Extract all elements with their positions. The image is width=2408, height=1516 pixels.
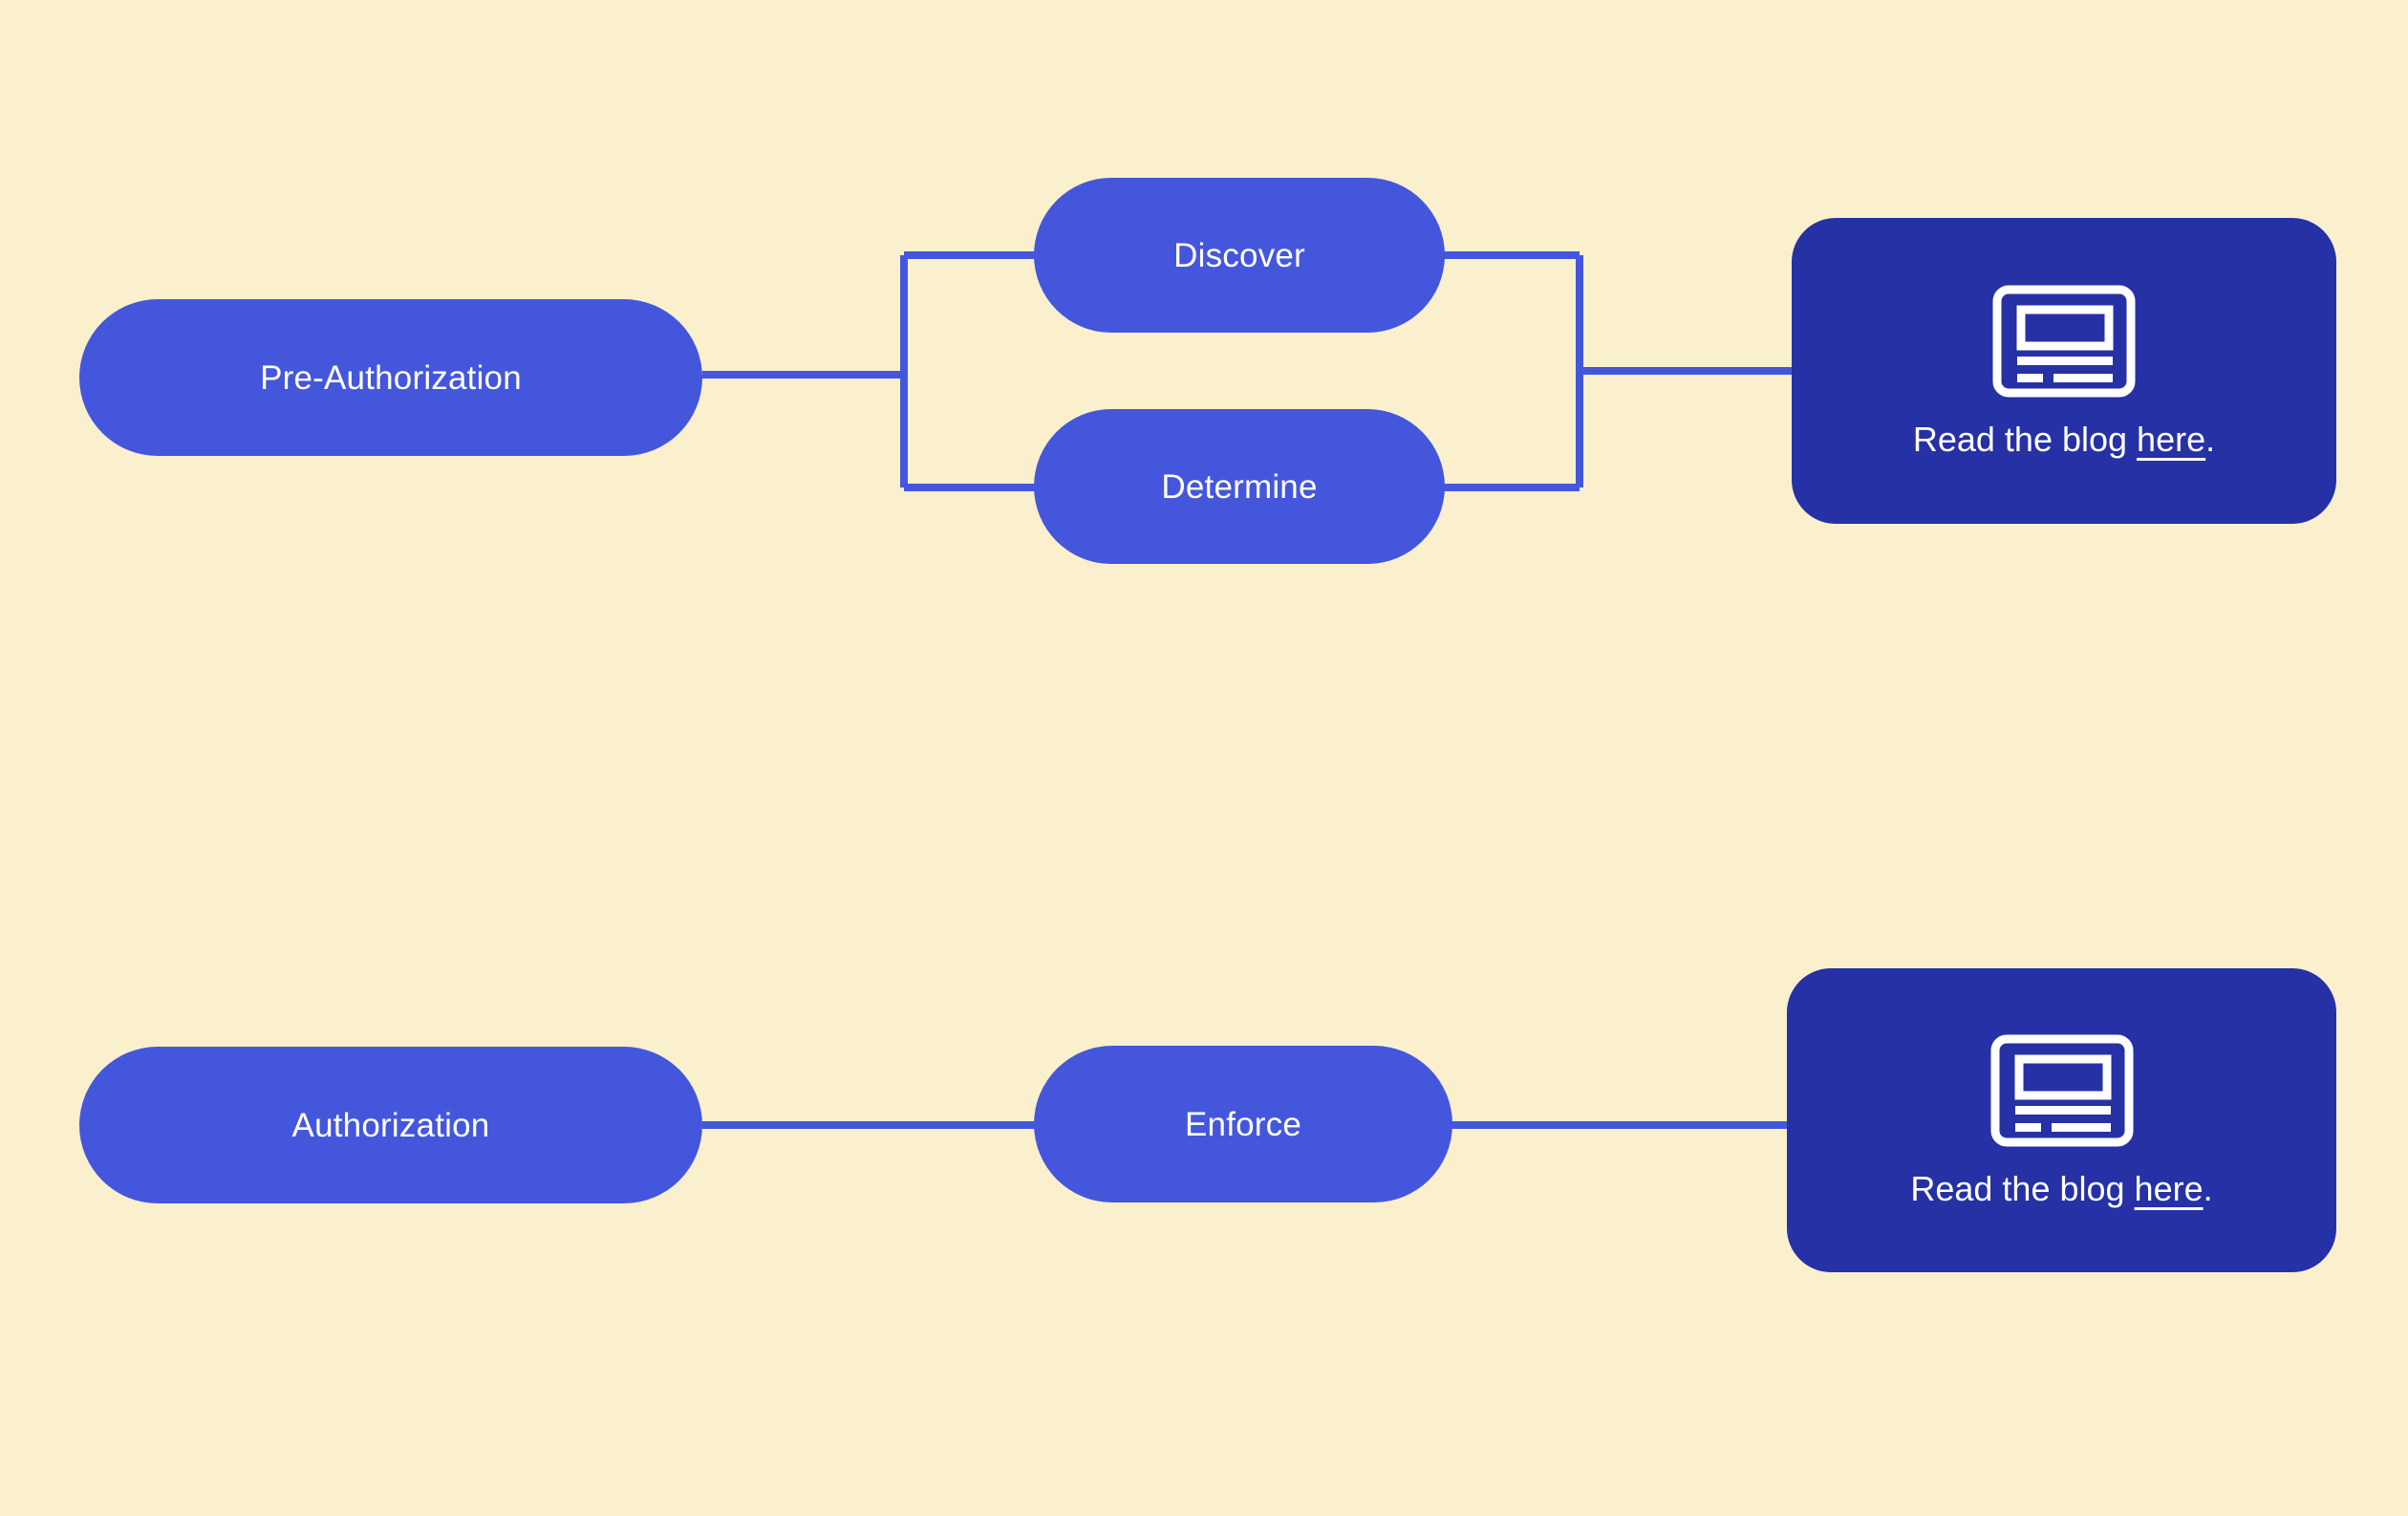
node-discover-label: Discover	[1173, 236, 1305, 274]
card-blog-bottom[interactable]: Read the blog here.	[1787, 968, 2336, 1272]
article-icon	[1990, 1034, 2133, 1147]
card-blog-bottom-text-before: Read the blog	[1910, 1169, 2135, 1208]
card-blog-bottom-text: Read the blog here.	[1910, 1172, 2212, 1206]
node-pre-authorization[interactable]: Pre-Authorization	[79, 299, 702, 456]
node-authorization[interactable]: Authorization	[79, 1047, 702, 1203]
card-blog-top[interactable]: Read the blog here.	[1792, 218, 2336, 524]
card-blog-top-text-before: Read the blog	[1912, 420, 2138, 459]
card-blog-bottom-link[interactable]: here	[2134, 1169, 2204, 1208]
node-authorization-label: Authorization	[291, 1106, 490, 1144]
card-blog-top-text-after: .	[2205, 420, 2216, 459]
node-pre-authorization-label: Pre-Authorization	[260, 358, 522, 397]
article-icon	[1992, 285, 2136, 398]
node-discover[interactable]: Discover	[1034, 178, 1445, 333]
node-determine-label: Determine	[1161, 467, 1318, 506]
node-enforce[interactable]: Enforce	[1034, 1046, 1452, 1202]
card-blog-top-link[interactable]: here	[2137, 420, 2206, 459]
node-determine[interactable]: Determine	[1034, 409, 1445, 564]
node-enforce-label: Enforce	[1184, 1105, 1302, 1143]
card-blog-top-text: Read the blog here.	[1913, 422, 2215, 457]
card-blog-bottom-text-after: .	[2203, 1169, 2213, 1208]
